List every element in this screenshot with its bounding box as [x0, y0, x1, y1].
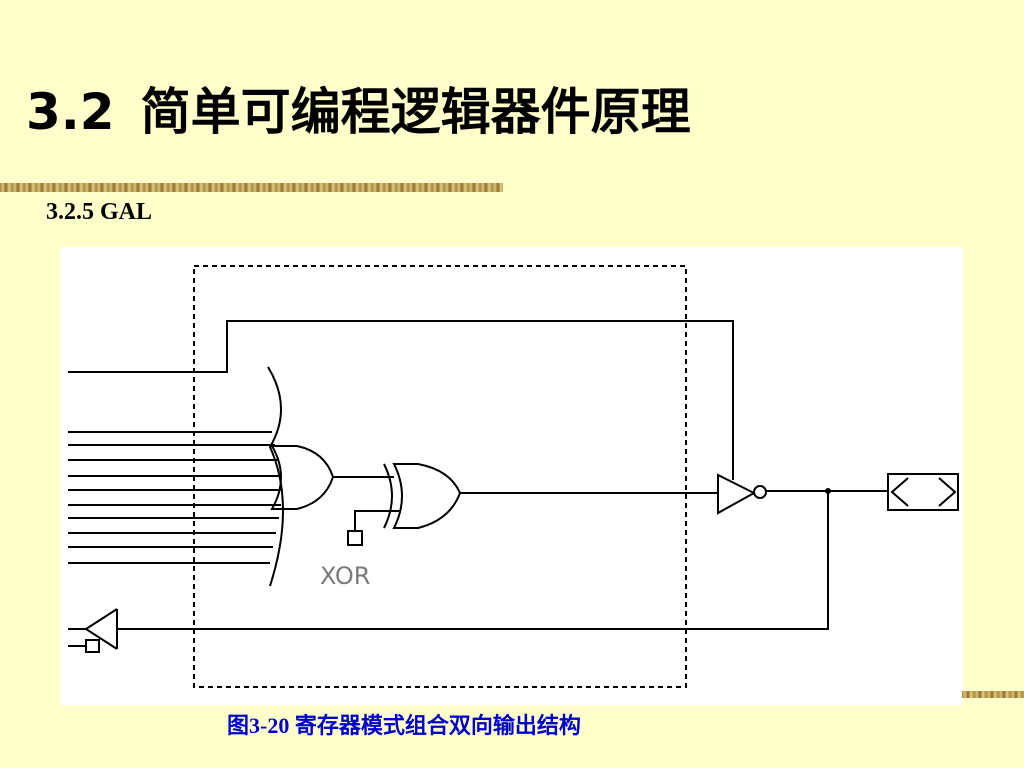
slide-title: 3.2 简单可编程逻辑器件原理	[26, 82, 691, 142]
xor-control-terminal	[347, 530, 363, 546]
title-underline-rule	[0, 183, 503, 192]
xor-control-wire	[354, 510, 399, 531]
xor-label: XOR	[320, 562, 370, 590]
circuit-diagram: XOR	[60, 247, 963, 705]
input-bus-curve	[267, 366, 284, 587]
bottom-right-rule	[962, 691, 1024, 698]
figure-caption: 图3-20 寄存器模式组合双向输出结构	[227, 713, 581, 738]
input-buffer-bubble	[85, 639, 100, 653]
output-junction-dot	[825, 488, 831, 494]
output-inverter-bubble	[753, 485, 767, 499]
circuit-svg: XOR	[68, 265, 959, 688]
enable-feedback-wire	[68, 320, 734, 480]
io-pin-arrow-right	[938, 477, 957, 507]
title-number: 3.2	[26, 83, 115, 141]
title-text: 简单可编程逻辑器件原理	[140, 83, 691, 141]
xor-gate	[392, 463, 462, 529]
xor-gate-back-curve	[383, 463, 393, 529]
output-tristate-buffer	[717, 473, 757, 515]
io-pin	[887, 473, 959, 511]
pin-feedback-wire	[117, 491, 829, 630]
section-subtitle: 3.2.5 GAL	[46, 199, 153, 225]
io-pin-arrow-left	[890, 477, 909, 507]
or-gate	[270, 445, 335, 510]
or-input-wires	[68, 431, 283, 564]
